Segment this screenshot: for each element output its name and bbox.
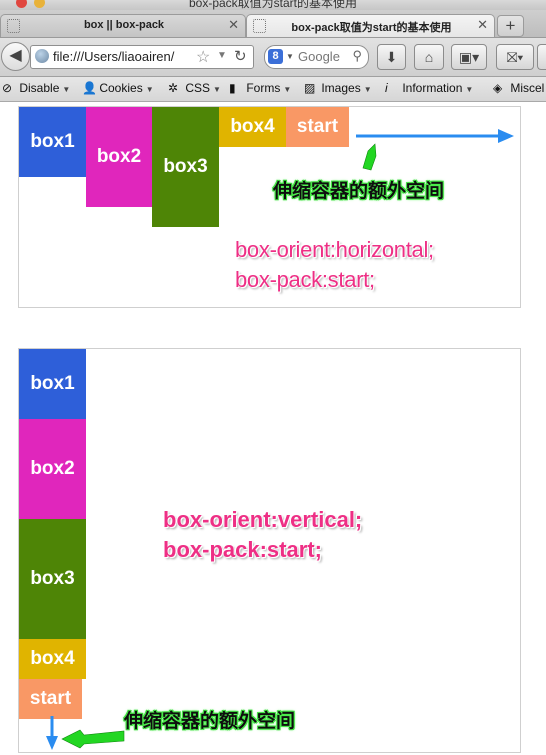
toolbar-item-label: Images bbox=[321, 81, 361, 95]
box2: box2 bbox=[19, 419, 86, 519]
box1: box1 bbox=[19, 349, 86, 419]
bookmark-star-icon[interactable]: ☆ bbox=[196, 49, 211, 66]
tab-box-pack[interactable]: box || box-pack ✕ bbox=[0, 14, 246, 37]
bookmarks-icon: ▣▾ bbox=[458, 49, 480, 65]
box2: box2 bbox=[86, 107, 152, 207]
tab-bar: box || box-pack ✕ box-pack取值为start的基本使用 … bbox=[0, 10, 546, 38]
blue-arrow-vertical bbox=[46, 716, 58, 750]
google-icon[interactable]: 8 bbox=[268, 49, 283, 64]
toolbar-item-label: Miscel bbox=[510, 81, 545, 95]
code-box-orient: box-orient:vertical; bbox=[163, 507, 363, 532]
tab-label: box || box-pack bbox=[83, 19, 165, 31]
toolbar-item-label: Information bbox=[402, 81, 463, 95]
navigation-toolbar: ◀ file:///Users/liaoairen/ ☆ ▼ ↻ 8 ▼ Goo… bbox=[0, 38, 546, 77]
close-tab-icon[interactable]: ✕ bbox=[477, 17, 488, 32]
home-button[interactable]: ⌂ bbox=[414, 44, 444, 70]
horizontal-flex-container: box1 box2 box3 box4 start box-orient:hor… bbox=[18, 106, 521, 308]
page-favicon-icon bbox=[7, 19, 20, 33]
home-icon: ⌂ bbox=[424, 49, 434, 65]
box3: box3 bbox=[19, 519, 86, 639]
chevron-down-icon: ▼ bbox=[213, 85, 221, 94]
search-engine-dropdown-icon[interactable]: ▼ bbox=[286, 52, 294, 61]
toolbar-item-cookies[interactable]: 👤 Cookies▼ bbox=[82, 81, 154, 95]
no-entry-icon: ⊘ bbox=[2, 81, 13, 95]
toolbar-item-miscel[interactable]: ◈ Miscel bbox=[493, 81, 544, 95]
box1: box1 bbox=[19, 107, 86, 177]
start-box: start bbox=[286, 107, 349, 147]
overflow-button[interactable] bbox=[537, 44, 546, 70]
code-box-orient: box-orient:horizontal; bbox=[235, 237, 434, 262]
page-favicon-icon bbox=[253, 19, 266, 33]
chevron-down-icon: ▼ bbox=[145, 85, 154, 94]
toolbar-item-disable[interactable]: ⊘ Disable▼ bbox=[2, 81, 70, 95]
addon-icon: ⛝▾ bbox=[506, 49, 524, 65]
green-arrow-up bbox=[362, 143, 377, 171]
minimize-window-button[interactable] bbox=[34, 0, 45, 8]
extra-space-callout: 伸缩容器的额外空间 bbox=[124, 711, 296, 732]
clipboard-icon: ▮ bbox=[229, 81, 236, 95]
annotation-arrows bbox=[46, 129, 514, 750]
search-bar[interactable]: 8 ▼ Google ⚲ bbox=[264, 45, 369, 69]
info-icon: i bbox=[385, 81, 388, 95]
bookmarks-menu-button[interactable]: ▣▾ bbox=[451, 44, 487, 70]
extra-space-callout: 伸缩容器的额外空间 bbox=[273, 181, 445, 202]
box4: box4 bbox=[219, 107, 286, 147]
page-content: box1 box2 box3 box4 start box-orient:hor… bbox=[0, 102, 546, 755]
toolbar-item-label: Disable bbox=[19, 81, 60, 95]
new-tab-button[interactable]: + bbox=[497, 15, 524, 37]
toolbar-item-images[interactable]: ▨ Images▼ bbox=[304, 81, 372, 95]
chevron-down-icon: ▼ bbox=[465, 85, 474, 94]
search-icon[interactable]: ⚲ bbox=[352, 48, 362, 63]
globe-icon bbox=[35, 49, 49, 63]
toolbar-item-css[interactable]: ✲ CSS▼ bbox=[168, 81, 221, 95]
reload-icon[interactable]: ↻ bbox=[234, 48, 247, 65]
box4: box4 bbox=[19, 639, 86, 679]
back-button[interactable]: ◀ bbox=[1, 42, 30, 71]
toolbar-item-label: CSS bbox=[185, 81, 211, 95]
toolbar-item-label: Cookies bbox=[99, 81, 143, 95]
close-window-button[interactable] bbox=[16, 0, 27, 8]
toolbar-item-forms[interactable]: ▮ Forms▼ bbox=[229, 81, 291, 95]
green-arrow-left bbox=[61, 729, 125, 749]
code-box-pack: box-pack:start; bbox=[235, 267, 375, 292]
toolbar-item-information[interactable]: i Information▼ bbox=[385, 81, 473, 95]
close-tab-icon[interactable]: ✕ bbox=[228, 17, 239, 32]
history-dropdown-icon[interactable]: ▼ bbox=[217, 50, 227, 61]
magic-wand-icon: ✲ bbox=[168, 81, 179, 95]
chevron-down-icon: ▼ bbox=[62, 85, 71, 94]
vertical-flex-container: box1 box2 box3 box4 start box-orient:ver… bbox=[18, 348, 521, 753]
tab-box-pack-start[interactable]: box-pack取值为start的基本使用 ✕ bbox=[246, 14, 495, 37]
downloads-button[interactable]: ⬇ bbox=[377, 44, 406, 70]
url-bar[interactable]: file:///Users/liaoairen/ ☆ ▼ ↻ bbox=[30, 45, 254, 69]
chevron-down-icon: ▼ bbox=[283, 85, 292, 94]
back-arrow-icon: ◀ bbox=[9, 47, 22, 64]
toolbar-item-label: Forms bbox=[246, 81, 281, 95]
bookmarks-toolbar: ⊘ Disable▼ 👤 Cookies▼ ✲ CSS▼ ▮ Forms▼ ▨ … bbox=[0, 77, 546, 102]
search-input[interactable]: Google bbox=[298, 49, 340, 64]
person-icon: 👤 bbox=[82, 81, 97, 95]
window-title: box-pack取值为start的基本使用 bbox=[188, 0, 358, 10]
start-box: start bbox=[19, 679, 82, 719]
image-icon: ▨ bbox=[304, 81, 316, 95]
code-box-pack: box-pack:start; bbox=[163, 537, 322, 562]
url-text[interactable]: file:///Users/liaoairen/ bbox=[53, 49, 175, 64]
tab-label: box-pack取值为start的基本使用 bbox=[291, 22, 452, 34]
box3: box3 bbox=[152, 107, 219, 227]
blue-arrow-horizontal bbox=[356, 129, 514, 143]
addon-button[interactable]: ⛝▾ bbox=[496, 44, 534, 70]
cube-icon: ◈ bbox=[493, 81, 503, 95]
chevron-down-icon: ▼ bbox=[363, 85, 372, 94]
download-arrow-icon: ⬇ bbox=[385, 49, 398, 65]
